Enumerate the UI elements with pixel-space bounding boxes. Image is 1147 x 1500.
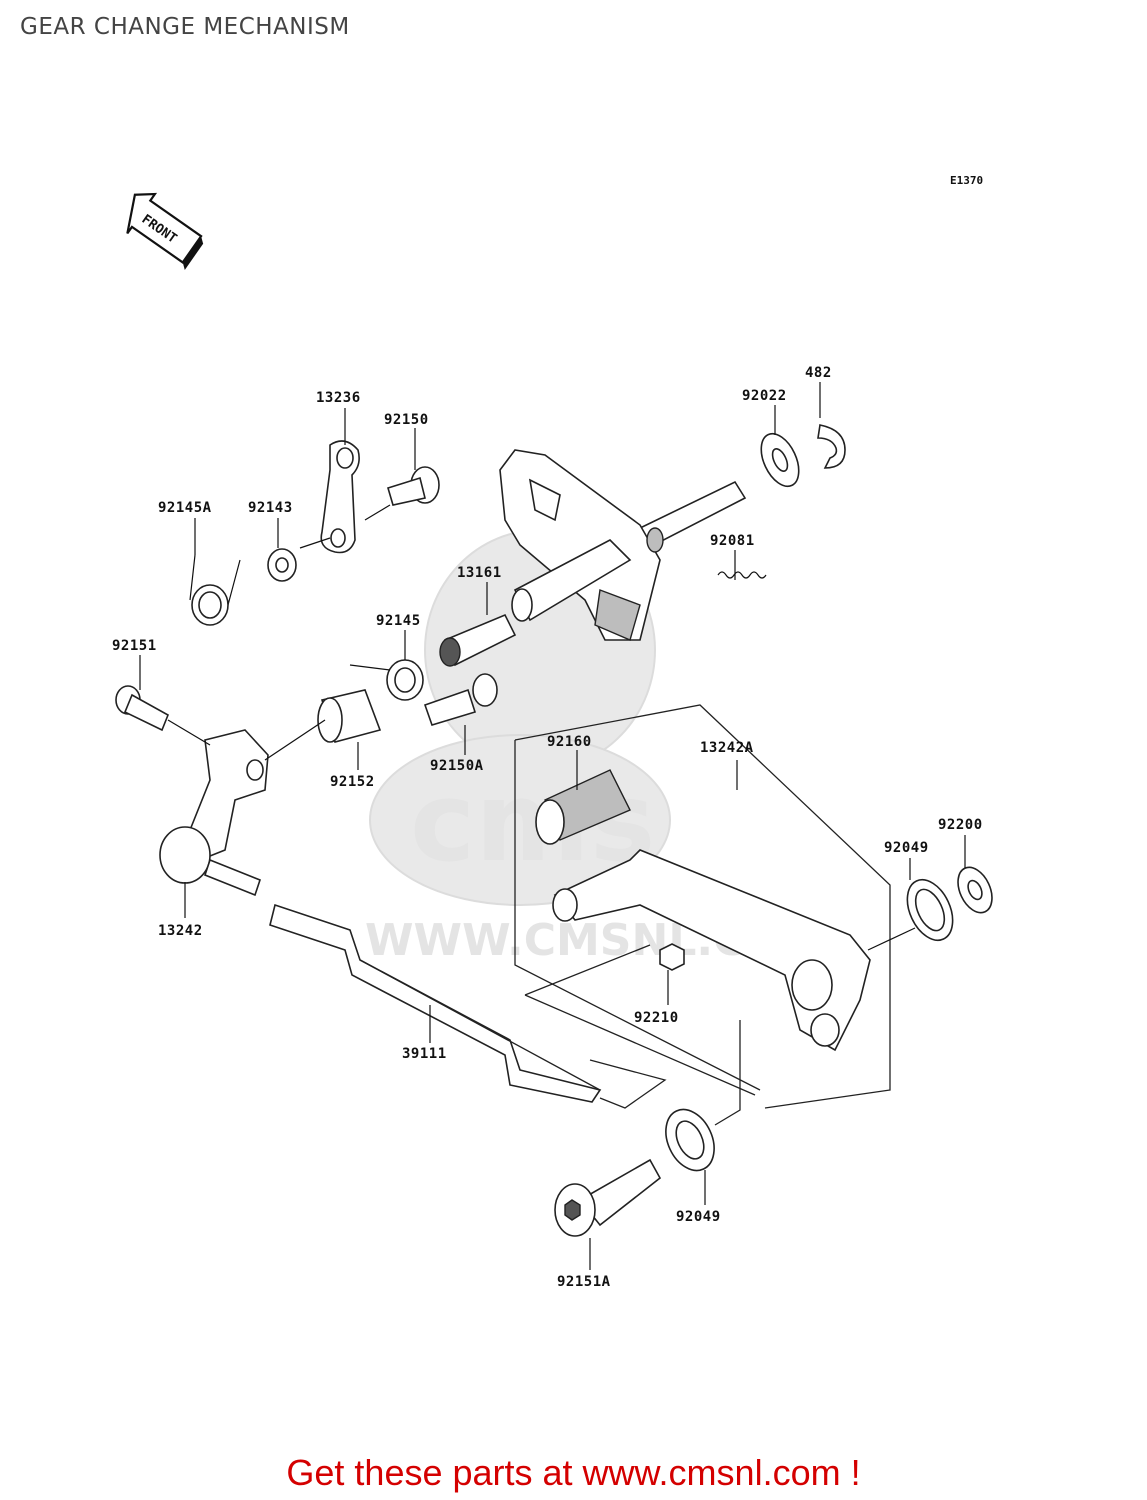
label-92200: 92200 xyxy=(938,817,983,833)
spring-92081 xyxy=(717,571,767,579)
lever-13236 xyxy=(320,440,360,554)
bolt-92150 xyxy=(387,466,440,506)
bolt-92151 xyxy=(115,685,170,732)
label-13161: 13161 xyxy=(457,565,502,581)
label-92150: 92150 xyxy=(384,412,429,428)
label-13242A: 13242A xyxy=(700,740,754,756)
label-92210: 92210 xyxy=(634,1010,679,1026)
label-92049-lower: 92049 xyxy=(676,1209,721,1225)
front-arrow-icon: FRONT xyxy=(126,192,204,270)
part-labels: 13236 92150 92022 482 92145A 92143 92081… xyxy=(112,365,983,1290)
label-13236: 13236 xyxy=(316,390,361,406)
label-482: 482 xyxy=(805,365,832,381)
parts-diagram: cms WWW.CMSNL.COM E1370 FRONT xyxy=(112,174,993,1290)
rod-39111 xyxy=(269,903,602,1103)
label-92151A: 92151A xyxy=(557,1274,611,1290)
seal-92049-upper xyxy=(906,878,954,942)
page-title: GEAR CHANGE MECHANISM xyxy=(20,14,350,40)
label-92152: 92152 xyxy=(330,774,375,790)
label-92145: 92145 xyxy=(376,613,421,629)
bolt-92150A xyxy=(423,673,498,726)
collar-92143 xyxy=(267,548,297,582)
label-92022: 92022 xyxy=(742,388,787,404)
nut-92210 xyxy=(659,943,685,971)
label-92145A: 92145A xyxy=(158,500,212,516)
bolt-92151A xyxy=(554,1158,662,1237)
label-92081: 92081 xyxy=(710,533,755,549)
promo-link[interactable]: Get these parts at www.cmsnl.com ! xyxy=(286,1452,861,1493)
washer-92200 xyxy=(957,866,993,914)
circlip-482 xyxy=(817,424,846,469)
washer-92022 xyxy=(760,432,800,488)
label-92151: 92151 xyxy=(112,638,157,654)
collar-92152 xyxy=(317,689,382,743)
pedal-13242A xyxy=(552,849,871,1052)
lever-13242 xyxy=(159,729,269,897)
label-39111: 39111 xyxy=(402,1046,447,1062)
leader-lines xyxy=(139,382,966,1270)
shift-shaft-assembly xyxy=(499,449,747,641)
rubber-92160 xyxy=(535,769,631,845)
pin-13161 xyxy=(439,613,517,667)
label-92160: 92160 xyxy=(547,734,592,750)
spring-92145A xyxy=(189,554,241,626)
label-92049-upper: 92049 xyxy=(884,840,929,856)
spring-92145 xyxy=(349,659,424,701)
label-92143: 92143 xyxy=(248,500,293,516)
diagram-code: E1370 xyxy=(950,174,983,187)
label-13242: 13242 xyxy=(158,923,203,939)
label-92150A: 92150A xyxy=(430,758,484,774)
assembly-frames xyxy=(514,704,891,1126)
seal-92049-lower xyxy=(665,1108,715,1172)
